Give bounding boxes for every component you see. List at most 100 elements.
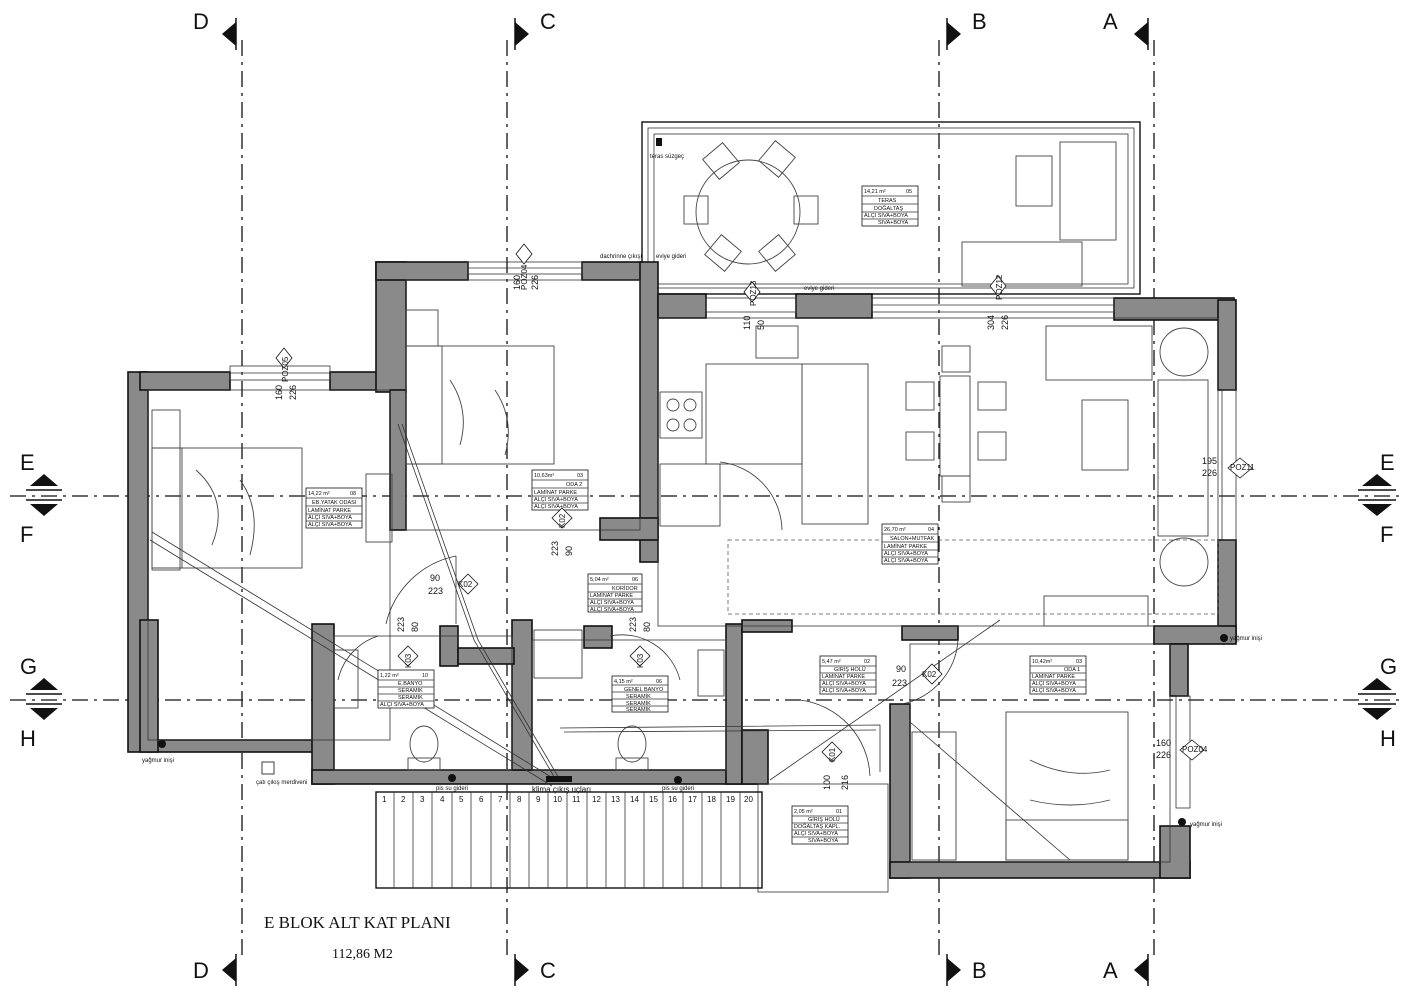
room-finish-genel-banyo-wall: SERAMİK <box>626 700 651 707</box>
dim-poz13-height: 110 <box>742 316 752 330</box>
axis-label-h-right: H <box>1380 726 1396 751</box>
axis-markers-top: D C B A <box>193 9 1149 50</box>
annotation-terrace-drain: teras süzgeç <box>650 154 684 160</box>
stair-step-18: 18 <box>707 795 716 804</box>
axis-label-f-left: F <box>20 522 33 547</box>
room-finish-oda-2-ceiling: ALÇI SIVA+BOYA <box>534 504 578 510</box>
horizontal-axes <box>10 495 1405 701</box>
room-name-salon-mutfak: SALON+MUTFAK <box>890 536 934 542</box>
stair-step-10: 10 <box>553 795 562 804</box>
room-finish-oda-1-wall: ALÇI SIVA+BOYA <box>1032 681 1076 687</box>
room-code-oda-1: 03 <box>1076 659 1082 665</box>
room-finish-salon-mutfak-floor: LAMİNAT PARKE <box>884 543 927 550</box>
room-name-e-banyo: E.BANYO <box>398 681 423 687</box>
axis-label-e-right: E <box>1380 450 1395 475</box>
axis-markers-right: E F G H <box>1358 450 1397 751</box>
room-table-e-banyo: 1,22 m² 10 E.BANYO SERAMİK SERAMİK ALÇI … <box>377 669 435 709</box>
door-tag-label-2: K02 <box>558 513 567 528</box>
stair-step-2: 2 <box>401 795 406 804</box>
stair-step-4: 4 <box>440 795 445 804</box>
room-finish-oda-2-wall: ALÇI SIVA+BOYA <box>534 497 578 503</box>
door-tag-label-3: K03 <box>404 653 413 668</box>
dim-poz12-height: 304 <box>986 315 996 330</box>
window-tag-poz12: POZ12 <box>989 274 1007 300</box>
room-area-oda-1: 10,42m² <box>1032 659 1052 665</box>
stair-step-16: 16 <box>668 795 677 804</box>
room-code-eb-yatak-odasi: 08 <box>350 491 356 497</box>
room-finish-teras-floor: DOĞALTAŞ <box>874 205 903 212</box>
room-table-teras: 14,21 m² 05 TERAS DOĞALTAŞ ALÇI SIVA+BOY… <box>861 185 919 227</box>
axis-label-d-top: D <box>193 9 209 34</box>
room-code-giris-ici: 01 <box>836 809 842 815</box>
room-area-teras: 14,21 m² <box>864 189 886 195</box>
room-name-giris-ici: GİRİŞ HOLÜ <box>808 816 840 823</box>
room-area-giris-ici: 2,05 m² <box>794 809 813 815</box>
room-finish-giris-holu-floor: LAMİNAT PARKE <box>822 673 865 680</box>
annotation-rain-mid: yağmur inişi <box>1230 636 1262 642</box>
room-finish-oda-1-ceiling: ALÇI SIVA+BOYA <box>1032 688 1076 694</box>
stair-step-1: 1 <box>382 795 387 804</box>
drain-points <box>158 634 1228 826</box>
room-code-e-banyo: 10 <box>422 673 428 679</box>
room-finish-oda-1-floor: LAMİNAT PARKE <box>1032 673 1075 680</box>
axis-marker-c-bottom: C <box>514 954 556 986</box>
room-finish-e-banyo-floor: SERAMİK <box>398 687 423 694</box>
window-tag-label-poz04-right: POZ04 <box>1182 745 1208 754</box>
axis-label-b-bottom: B <box>972 958 987 983</box>
room-table-salon-mutfak: 26,70 m² 04 SALON+MUTFAK LAMİNAT PARKE A… <box>881 523 939 565</box>
dim-k02-3-height: 223 <box>892 678 907 688</box>
room-area-giris-holu: 5,47 m² <box>822 659 841 665</box>
annotation-kitchen-drain: eviye gideri <box>656 254 686 260</box>
room-finish-giris-ici-ceiling: SIVA+BOYA <box>808 838 839 844</box>
room-area-e-banyo: 1,22 m² <box>380 673 399 679</box>
furniture <box>151 309 1209 861</box>
stair-step-19: 19 <box>726 795 735 804</box>
door-tag-2: K02 <box>551 507 573 529</box>
room-area-genel-banyo: 4,15 m² <box>614 679 633 685</box>
room-finish-oda-2-floor: LAMİNAT PARKE <box>534 489 577 496</box>
room-code-teras: 05 <box>906 189 912 195</box>
window-tag-label-poz11: POZ11 <box>1230 463 1255 472</box>
door-tag-label-4: K03 <box>636 653 645 668</box>
annotation-roof-exit: çatı çıkış merdiveni <box>256 780 307 786</box>
axis-label-d-bottom: D <box>193 958 209 983</box>
stair-step-17: 17 <box>688 795 697 804</box>
dim-k02-2-width: 90 <box>564 546 574 556</box>
room-area-oda-2: 10,63m² <box>534 473 554 479</box>
window-tag-label-poz05: POZ05 <box>281 356 290 382</box>
axis-marker-b-bottom: B <box>946 954 987 986</box>
room-name-oda-1: ODA 1 <box>1064 667 1080 673</box>
room-area-salon-mutfak: 26,70 m² <box>884 527 906 533</box>
stair-step-20: 20 <box>744 795 753 804</box>
axis-marker-d-top: D <box>193 9 237 50</box>
room-finish-giris-ici-wall: ALÇI SIVA+BOYA <box>794 831 838 837</box>
stair-step-11: 11 <box>572 795 581 804</box>
stair-step-7: 7 <box>498 795 503 804</box>
room-finish-eb-yatak-odasi-floor: LAMİNAT PARKE <box>308 507 351 514</box>
axis-marker-a-top: A <box>1103 9 1149 50</box>
room-finish-koridor-ceiling: ALÇI SIVA+BOYA <box>590 607 634 613</box>
door-tag-3: K03 <box>397 645 419 668</box>
dim-poz13-width: 50 <box>756 320 766 330</box>
room-area-eb-yatak-odasi: 14,22 m² <box>308 491 330 497</box>
door-tag-label-5: K02 <box>922 670 937 679</box>
window-tag-poz13: POZ13 <box>743 280 761 306</box>
room-finish-genel-banyo-ceiling: SERAMİK <box>626 706 651 713</box>
stair-step-13: 13 <box>611 795 620 804</box>
stair-step-12: 12 <box>592 795 601 804</box>
dim-poz04-height: 160 <box>512 275 522 290</box>
dim-poz04-width: 226 <box>530 275 540 290</box>
dim-k02-2-height: 223 <box>550 541 560 556</box>
room-name-genel-banyo: GENEL BANYO <box>624 687 664 693</box>
room-table-giris-holu: 5,47 m² 02 GİRİŞ HOLÜ LAMİNAT PARKE ALÇI… <box>819 655 877 695</box>
window-tag-label-poz12: POZ12 <box>995 274 1004 300</box>
axis-marker-c-top: C <box>514 9 556 50</box>
dim-k02-3-width: 90 <box>896 664 906 674</box>
axis-label-g-left: G <box>20 654 37 679</box>
room-tables: 14,21 m² 05 TERAS DOĞALTAŞ ALÇI SIVA+BOY… <box>305 185 1087 845</box>
window-tags: POZ04 POZ05 POZ13 POZ12 POZ11 POZ04 <box>275 243 1255 761</box>
stair-step-6: 6 <box>479 795 484 804</box>
axis-marker-d-bottom: D <box>193 954 237 986</box>
room-code-salon-mutfak: 04 <box>928 527 934 533</box>
